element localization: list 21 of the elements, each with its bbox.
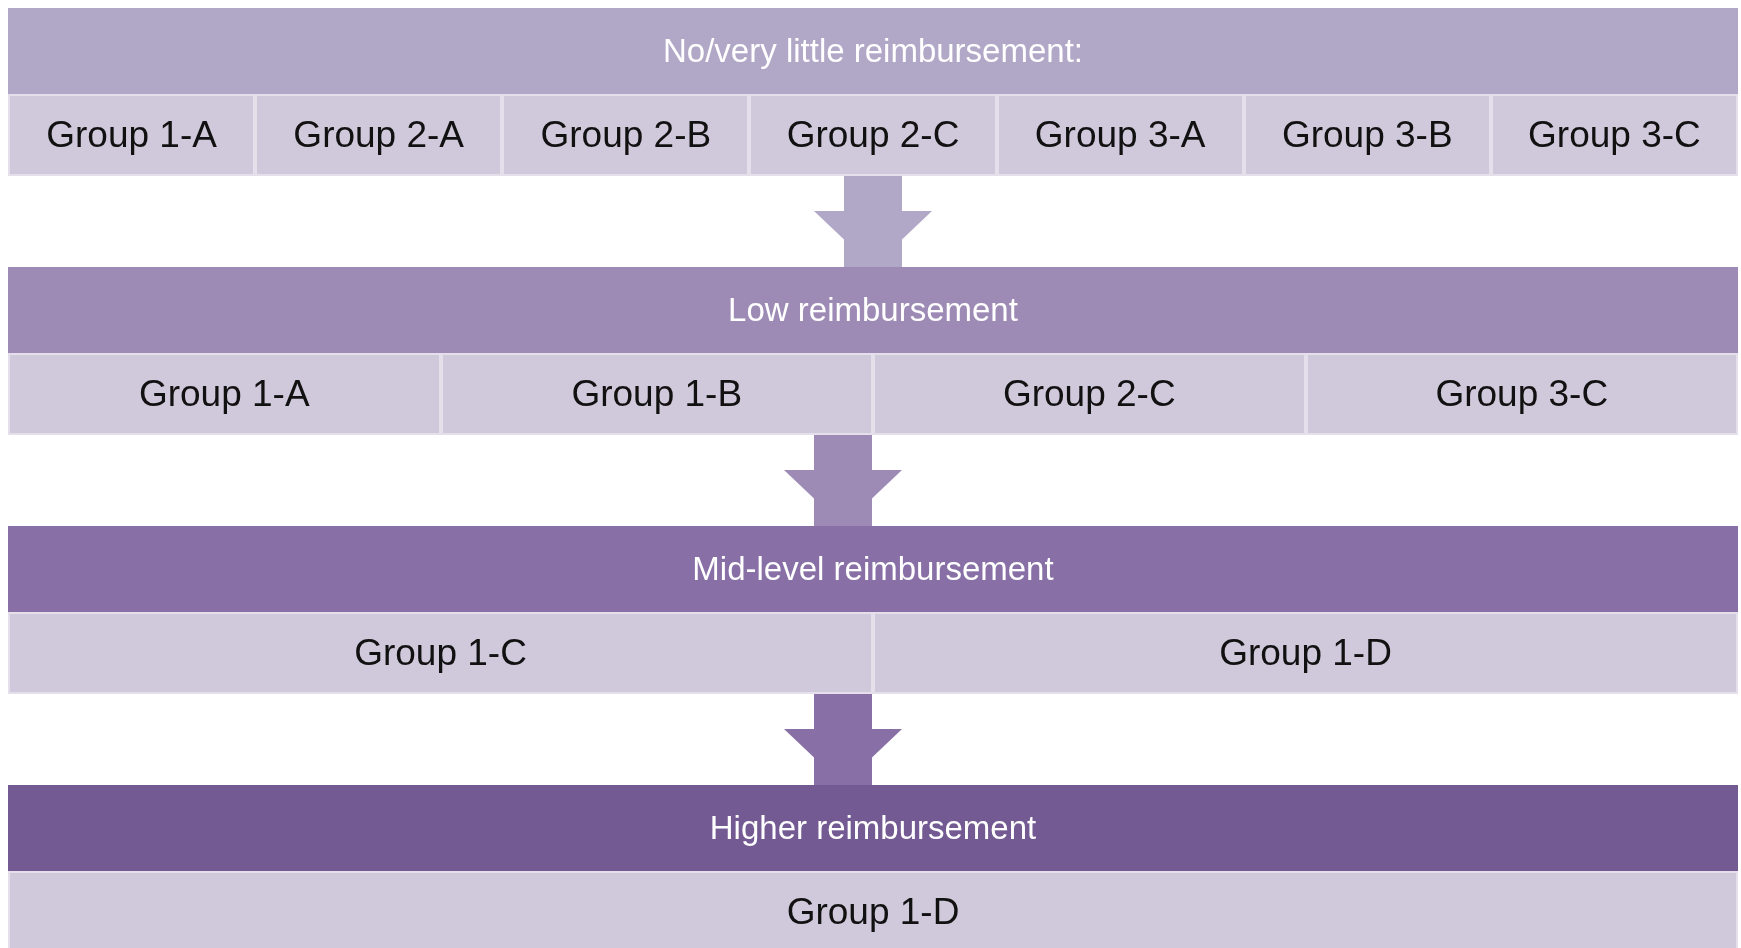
group-cell: Group 3-B [1243,94,1491,176]
group-cell: Group 3-C [1305,353,1738,435]
group-cell: Group 1-D [8,871,1738,948]
block-arrow [814,176,932,267]
group-cell: Group 1-A [8,353,441,435]
group-cell: Group 2-A [255,94,503,176]
group-cell: Group 2-B [502,94,750,176]
tier-header: Higher reimbursement [8,785,1738,871]
tier-header: No/very little reimbursement: [8,8,1738,94]
tier-header: Mid-level reimbursement [8,526,1738,612]
tier-header: Low reimbursement [8,267,1738,353]
group-cell: Group 1-D [873,612,1738,694]
group-cell: Group 1-B [440,353,873,435]
group-cell: Group 1-A [8,94,256,176]
group-cell: Group 3-C [1490,94,1738,176]
group-cell: Group 1-C [8,612,873,694]
group-cell: Group 2-C [749,94,997,176]
block-arrow [784,435,902,526]
group-cell: Group 2-C [873,353,1306,435]
group-cell: Group 3-A [996,94,1244,176]
block-arrow [784,694,902,785]
